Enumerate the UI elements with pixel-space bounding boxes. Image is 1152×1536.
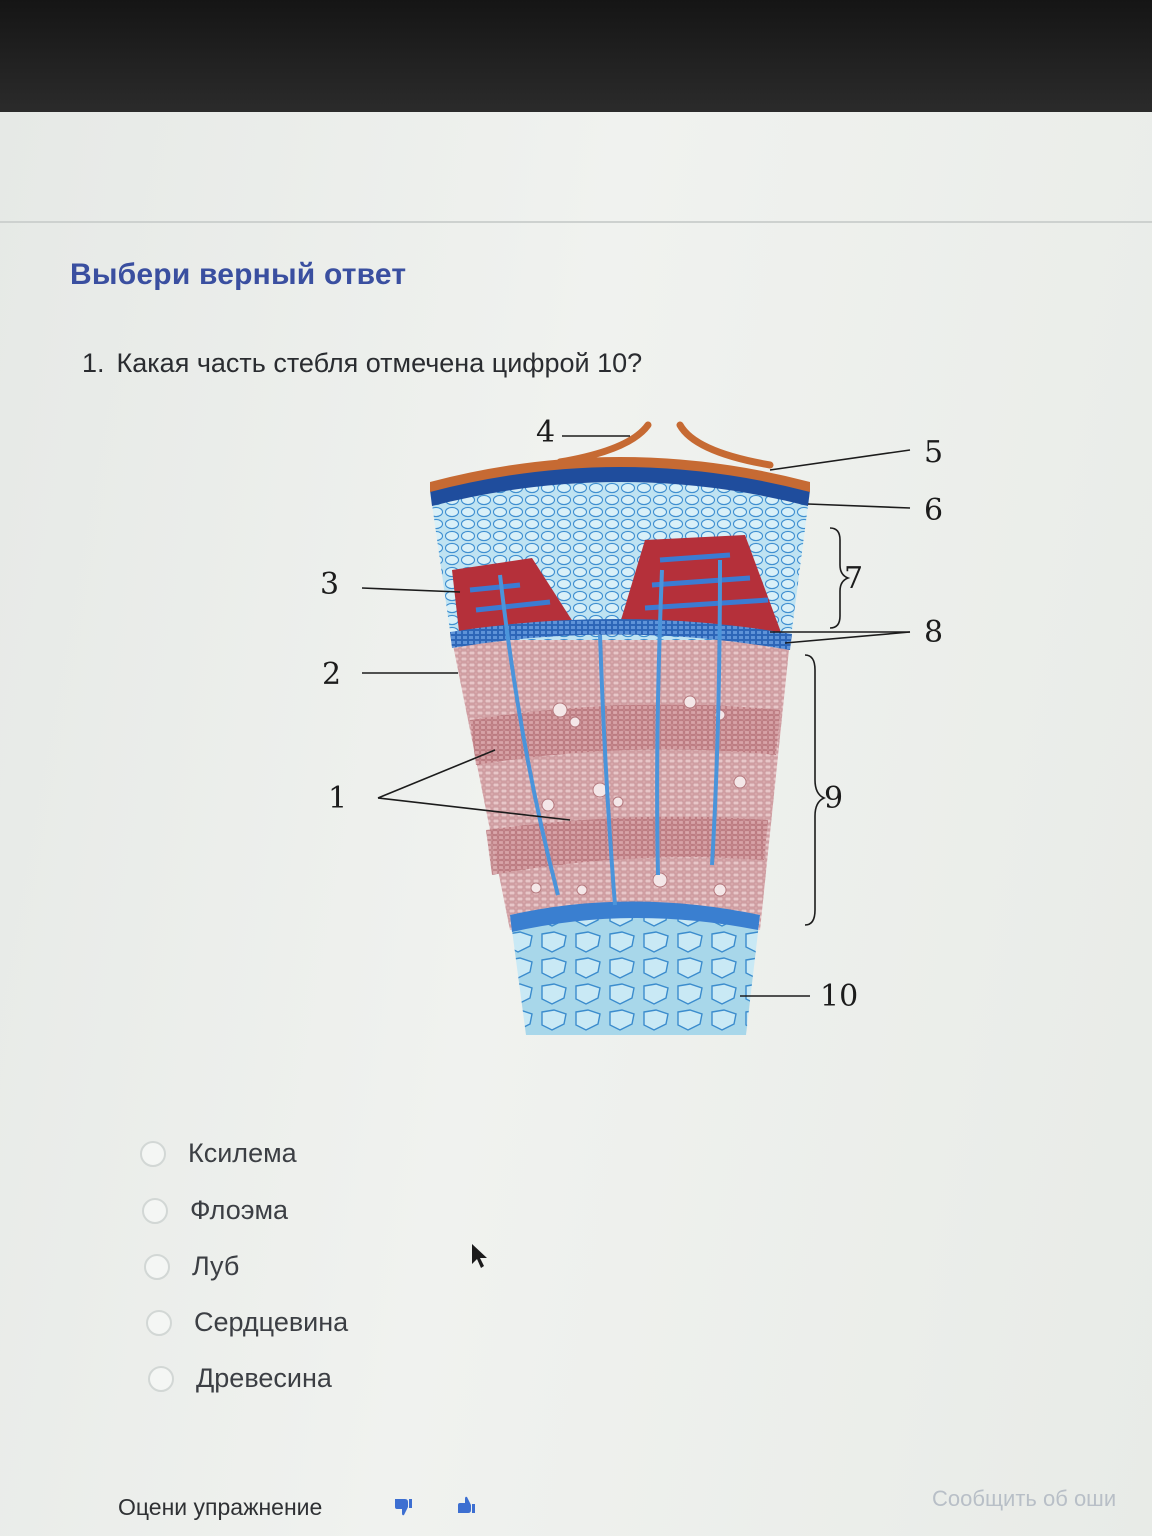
option-2[interactable]: Флоэма xyxy=(142,1195,288,1226)
radio-button[interactable] xyxy=(142,1197,168,1224)
radio-button[interactable] xyxy=(148,1365,174,1392)
option-5[interactable]: Древесина xyxy=(148,1363,332,1394)
diagram-label-8: 8 xyxy=(924,615,943,650)
option-label: Флоэма xyxy=(190,1195,289,1225)
report-error-link[interactable]: Сообщить об оши xyxy=(932,1486,1117,1511)
diagram-label-10: 10 xyxy=(820,979,858,1014)
diagram-label-9: 9 xyxy=(824,781,843,816)
option-4[interactable]: Сердцевина xyxy=(146,1307,348,1338)
stem-cross-section-diagram: 4 5 6 3 7 8 2 1 9 10 xyxy=(300,410,980,1060)
option-label: Сердцевина xyxy=(194,1307,349,1337)
rate-exercise-label: Оцени упражнение xyxy=(118,1494,323,1520)
diagram-label-2: 2 xyxy=(322,657,341,692)
exercise-heading: Выбери верный ответ xyxy=(70,258,407,291)
diagram-label-6: 6 xyxy=(924,493,943,528)
diagram-label-1: 1 xyxy=(328,781,347,816)
diagram-label-7: 7 xyxy=(844,561,863,596)
question-number: 1. xyxy=(82,348,105,378)
header-divider xyxy=(0,221,1152,223)
option-1[interactable]: Ксилема xyxy=(140,1138,297,1169)
thumb-down-icon[interactable] xyxy=(392,1496,414,1518)
option-3[interactable]: Луб xyxy=(144,1251,239,1282)
thumb-up-icon[interactable] xyxy=(455,1494,477,1516)
cursor-icon xyxy=(472,1244,487,1268)
option-label: Ксилема xyxy=(188,1138,297,1168)
radio-button[interactable] xyxy=(146,1309,172,1336)
option-label: Древесина xyxy=(196,1363,332,1393)
monitor-bezel xyxy=(0,0,1152,112)
radio-button[interactable] xyxy=(144,1253,170,1280)
radio-button[interactable] xyxy=(140,1140,166,1167)
diagram-label-4: 4 xyxy=(536,415,555,450)
question-text: Какая часть стебля отмечена цифрой 10? xyxy=(116,348,643,378)
diagram-label-5: 5 xyxy=(924,435,943,470)
question: 1. Какая часть стебля отмечена цифрой 10? xyxy=(82,348,642,379)
diagram-label-3: 3 xyxy=(320,567,339,602)
option-label: Луб xyxy=(192,1251,240,1281)
